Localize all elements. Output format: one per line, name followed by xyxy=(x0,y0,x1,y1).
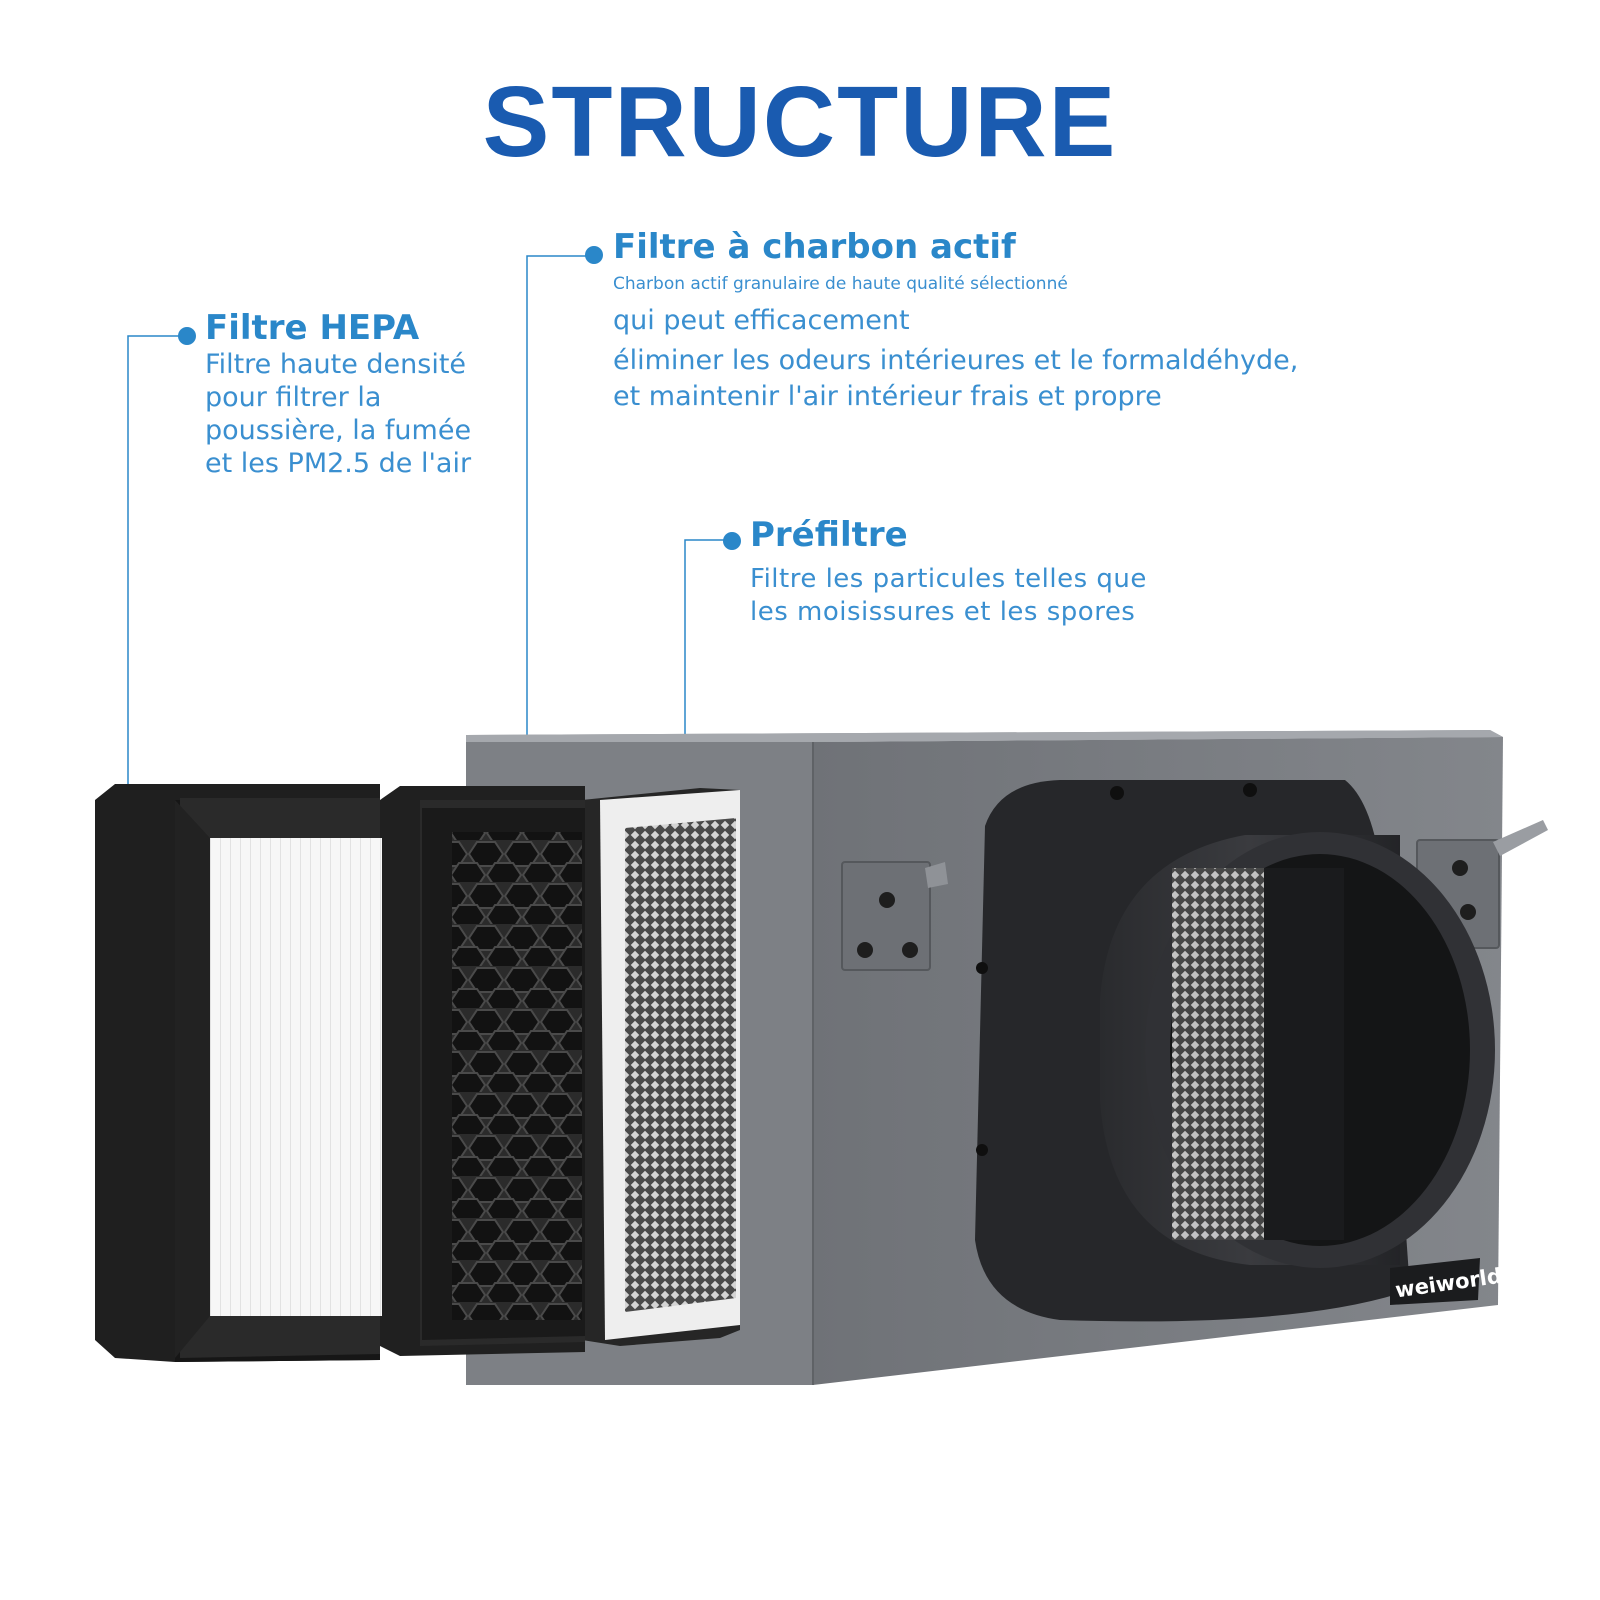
hepa-desc-line: poussière, la fumée xyxy=(205,415,472,446)
carbon-desc-line: éliminer les odeurs intérieures et le fo… xyxy=(613,345,1299,376)
prefilter-desc-line: les moisissures et les spores xyxy=(750,597,1136,627)
hepa-dot-icon xyxy=(178,327,196,345)
prefilter-dot-icon xyxy=(723,532,741,550)
carbon-desc-line: qui peut efficacement xyxy=(613,305,910,336)
hepa-desc-line: pour filtrer la xyxy=(205,382,382,413)
prefilter-desc-line: Filtre les particules telles que xyxy=(750,564,1147,594)
prefilter-title: Préfiltre xyxy=(750,515,908,555)
hepa-callout: Filtre HEPA Filtre haute densité pour fi… xyxy=(205,308,545,480)
hepa-desc-line: Filtre haute densité xyxy=(205,349,467,380)
hepa-title: Filtre HEPA xyxy=(205,308,420,348)
prefilter-callout: Préfiltre Filtre les particules telles q… xyxy=(750,515,1200,629)
carbon-title: Filtre à charbon actif xyxy=(613,227,1016,267)
mounting-bracket-left xyxy=(841,861,948,971)
hepa-desc-line: et les PM2.5 de l'air xyxy=(205,448,472,479)
prefilter-leader-line xyxy=(684,539,730,820)
carbon-subtitle: Charbon actif granulaire de haute qualit… xyxy=(613,274,1068,294)
hepa-filter-panel xyxy=(95,784,382,1362)
hepa-leader-line xyxy=(127,335,186,880)
carbon-filter-panel xyxy=(380,786,585,1356)
prefilter-panel xyxy=(582,788,740,1346)
duct-collar xyxy=(975,780,1495,1322)
page-title: STRUCTURE xyxy=(482,66,1118,178)
carbon-callout: Filtre à charbon actif Charbon actif gra… xyxy=(613,227,1363,415)
carbon-leader-line xyxy=(526,255,592,820)
carbon-dot-icon xyxy=(585,246,603,264)
carbon-desc-line: et maintenir l'air intérieur frais et pr… xyxy=(613,381,1162,412)
